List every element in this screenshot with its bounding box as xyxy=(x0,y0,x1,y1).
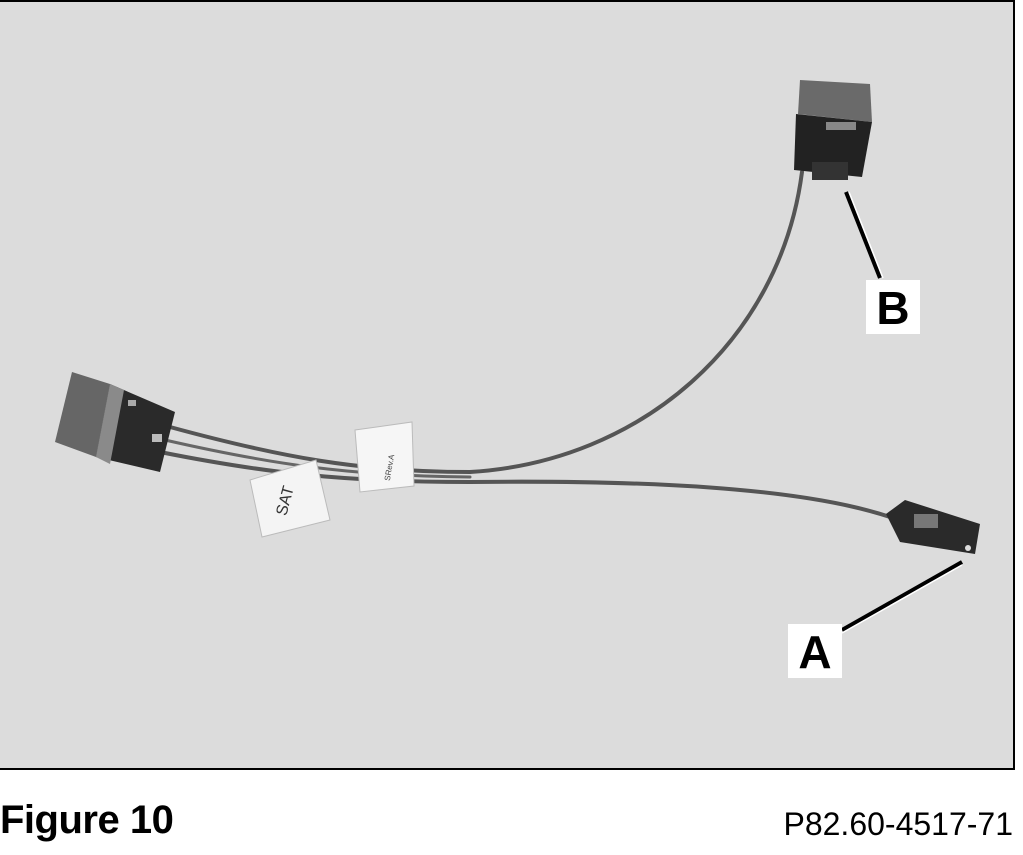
leader-line-a xyxy=(841,560,963,632)
leader-lines xyxy=(841,191,963,634)
callout-label-b: B xyxy=(866,280,920,334)
connector-b xyxy=(794,80,872,180)
cable-tag-sat: SAT xyxy=(249,459,331,538)
cable-tag-rev: SRev.A xyxy=(354,421,415,493)
figure-reference: P82.60-4517-71 xyxy=(783,806,1013,842)
cable-assembly-photo: SAT SRev.A xyxy=(55,80,980,634)
connector-a xyxy=(886,500,980,554)
cable-to-connector-b xyxy=(168,170,804,475)
callout-label-a: A xyxy=(788,624,842,678)
main-connector xyxy=(55,372,175,472)
figure-photo-frame: SAT SRev.A B A xyxy=(0,0,1015,770)
cable-harness xyxy=(158,170,892,519)
leader-line-b xyxy=(844,191,882,279)
cable-to-connector-a xyxy=(158,450,892,519)
figure-title: Figure 10 xyxy=(0,798,174,842)
